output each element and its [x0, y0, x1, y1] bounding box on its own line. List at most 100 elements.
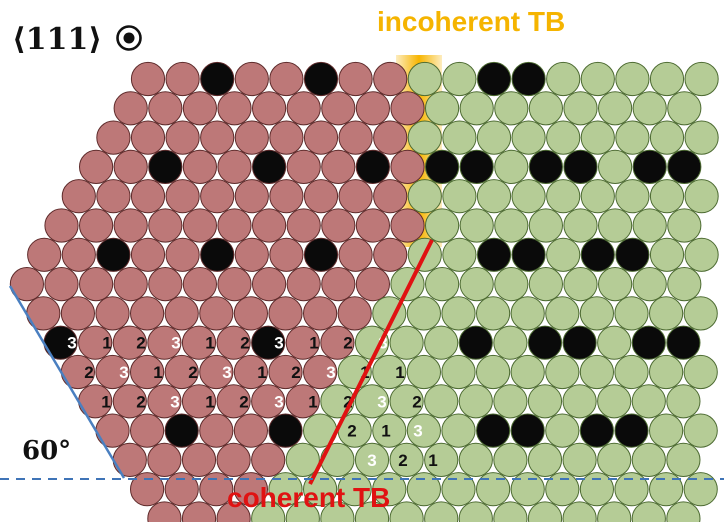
vacancy-atom: [251, 325, 286, 360]
atom-right-grain: [597, 501, 632, 527]
vacancy-atom: [614, 413, 649, 448]
atom-right-grain: [511, 179, 546, 214]
atom-right-grain: [476, 179, 512, 214]
atom-right-grain: [372, 472, 407, 507]
atom-right-grain: [563, 91, 598, 126]
vacancy-atom: [666, 325, 701, 360]
atom-left-grain: [269, 120, 304, 155]
atom-left-grain: [130, 120, 166, 155]
atom-left-grain: [113, 208, 148, 243]
atom-left-grain: [234, 237, 269, 272]
atom-left-grain: [181, 501, 217, 527]
atom-right-grain: [510, 354, 545, 390]
atom-left-grain: [199, 296, 234, 331]
atom-right-grain: [598, 208, 633, 243]
atom-right-grain: [683, 296, 718, 331]
vacancy-atom: [459, 149, 494, 184]
stacking-number: 1: [395, 363, 404, 382]
atom-left-grain: [252, 267, 287, 302]
stacking-number: 2: [188, 363, 197, 382]
atom-right-grain: [632, 267, 667, 302]
atom-left-grain: [26, 296, 61, 331]
atom-right-grain: [476, 296, 511, 331]
stacking-number: 2: [240, 334, 249, 353]
atom-right-grain: [493, 442, 528, 477]
atom-right-grain: [442, 237, 477, 272]
atom-left-grain: [200, 179, 235, 214]
stacking-number: 2: [136, 334, 145, 353]
atom-left-grain: [338, 120, 373, 155]
atom-right-grain: [476, 472, 511, 507]
atom-left-grain: [182, 267, 217, 302]
stacking-number: 2: [136, 392, 145, 411]
atom-left-grain: [373, 237, 408, 272]
stacking-number: 3: [377, 392, 386, 411]
atom-right-grain: [684, 179, 719, 214]
atom-right-grain: [649, 413, 684, 448]
atom-right-grain: [251, 501, 286, 527]
atom-right-grain: [614, 472, 649, 507]
vacancy-atom: [632, 149, 667, 184]
coherent-tb-label: coherent TB: [227, 482, 391, 513]
atom-right-grain: [546, 237, 581, 272]
atom-left-grain: [303, 296, 338, 331]
atom-left-grain: [199, 472, 234, 507]
vacancy-atom: [252, 149, 287, 184]
atom-left-grain: [113, 149, 148, 184]
atom-left-grain: [269, 237, 304, 272]
stacking-number: 1: [309, 334, 318, 353]
atom-right-grain: [649, 472, 684, 507]
atom-left-grain: [95, 413, 130, 448]
atom-right-grain: [563, 208, 598, 243]
atom-left-grain: [9, 267, 44, 302]
atom-right-grain: [320, 501, 355, 527]
atom-left-grain: [60, 296, 96, 331]
vacancy-atom: [511, 61, 546, 97]
atom-left-grain: [217, 91, 252, 126]
atom-right-grain: [494, 208, 529, 243]
atom-right-grain: [458, 442, 493, 477]
atom-right-grain: [649, 296, 684, 331]
stacking-number: 2: [347, 422, 356, 441]
atom-right-grain: [615, 120, 650, 155]
atom-left-grain: [112, 384, 147, 419]
atom-left-grain: [285, 325, 320, 360]
stacking-number: 2: [239, 392, 248, 411]
atom-left-grain: [147, 384, 182, 419]
atom-right-grain: [441, 413, 476, 448]
atom-right-grain: [649, 237, 685, 272]
atom-right-grain: [545, 413, 580, 448]
atom-right-grain: [649, 179, 685, 214]
atom-right-grain: [354, 442, 390, 477]
atom-right-grain: [631, 384, 666, 419]
stacking-number: 1: [102, 334, 111, 353]
atom-right-grain: [683, 354, 718, 390]
atom-left-grain: [268, 354, 303, 390]
atom-left-grain: [199, 354, 234, 390]
atom-left-grain: [355, 267, 390, 302]
atom-right-grain: [527, 442, 563, 477]
atom-left-grain: [233, 354, 268, 390]
atom-left-grain: [285, 384, 320, 419]
atom-right-grain: [666, 501, 701, 527]
atom-right-grain: [545, 296, 580, 331]
atom-left-grain: [373, 120, 408, 155]
atom-right-grain: [424, 384, 459, 419]
atom-right-grain: [354, 501, 390, 527]
atom-right-grain: [424, 501, 459, 527]
atom-right-grain: [510, 472, 545, 507]
out-of-plane-icon: [115, 25, 142, 51]
stacking-number: 3: [222, 363, 231, 382]
stacking-number: 1: [428, 451, 437, 470]
atom-right-grain: [407, 61, 442, 97]
atom-right-grain: [615, 61, 650, 97]
stacking-number: 2: [398, 451, 407, 470]
vacancy-atom: [425, 149, 460, 184]
vacancy-atom: [476, 413, 511, 448]
atom-left-grain: [303, 120, 339, 155]
atom-left-grain: [390, 208, 425, 243]
vacancy-atom: [303, 237, 339, 272]
atom-left-grain: [337, 296, 372, 331]
atom-right-grain: [389, 501, 424, 527]
